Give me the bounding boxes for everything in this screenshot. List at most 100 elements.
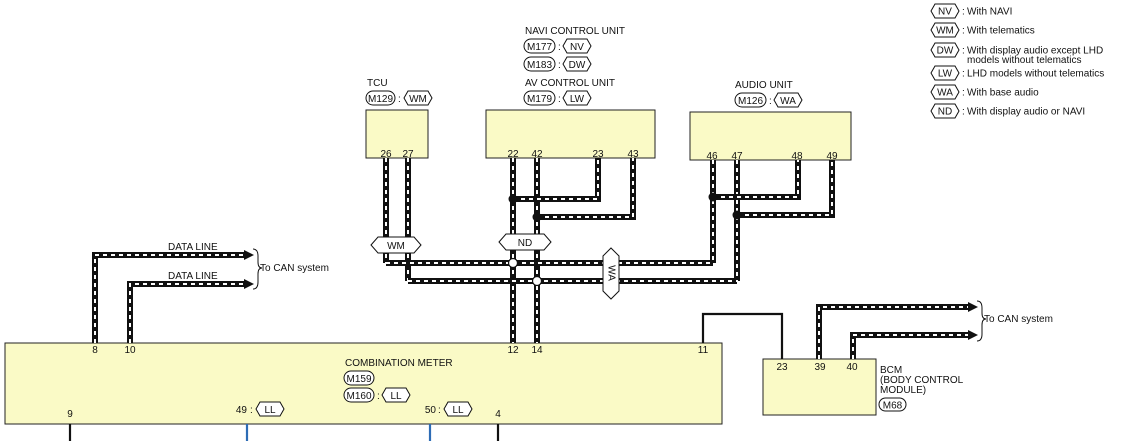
pin-colon: : bbox=[438, 405, 441, 416]
pin-code: LL bbox=[264, 405, 276, 416]
legend-colon: : bbox=[962, 26, 965, 37]
pin-label: 11 bbox=[698, 345, 709, 356]
option-tag-label: WM bbox=[387, 241, 405, 252]
pin-label: 14 bbox=[531, 345, 543, 356]
legend: NV : With NAVI WM : With telematics DW :… bbox=[930, 3, 1104, 119]
brace bbox=[976, 300, 987, 342]
legend-text: LHD models without telematics bbox=[967, 69, 1104, 80]
connector-id: M68 bbox=[883, 401, 903, 412]
audio-name: AUDIO UNIT bbox=[735, 80, 793, 91]
connector-id: M129 bbox=[368, 94, 393, 105]
pin-label: 12 bbox=[507, 345, 519, 356]
legend-text: With display audio except LHD bbox=[967, 46, 1103, 57]
meter-connector-1: M159 bbox=[343, 370, 375, 386]
legend-text: With telematics bbox=[967, 26, 1035, 37]
legend-code: LW bbox=[938, 69, 953, 80]
pin-label: 27 bbox=[402, 149, 414, 160]
connector-code: WA bbox=[780, 96, 796, 107]
data-line-label: DATA LINE bbox=[168, 271, 218, 282]
junction-hollow bbox=[507, 257, 519, 269]
pin-label: 26 bbox=[380, 149, 392, 160]
legend-colon: : bbox=[962, 46, 965, 57]
legend-code: WA bbox=[937, 88, 953, 99]
pin-label: 43 bbox=[627, 149, 639, 160]
pin-label: 46 bbox=[706, 151, 718, 162]
legend-text: With display audio or NAVI bbox=[967, 107, 1085, 118]
twisted-pair-wires bbox=[92, 158, 970, 359]
option-tag-wa: WA bbox=[602, 247, 620, 300]
bcm-connector: M68 bbox=[878, 397, 907, 412]
connector-id: M177 bbox=[527, 42, 552, 53]
pin-label: 40 bbox=[846, 362, 858, 373]
bcm-box bbox=[762, 358, 877, 416]
navi-connector-2: M183 : DW bbox=[523, 56, 592, 72]
meter-bottom-pin-9: 9 bbox=[67, 409, 73, 420]
meter-bottom-pin-49: 49 : LL bbox=[236, 401, 285, 417]
option-tag-shape bbox=[930, 65, 960, 81]
legend-colon: : bbox=[962, 107, 965, 118]
legend-item-nd: ND : With display audio or NAVI bbox=[930, 103, 1085, 119]
meter-name: COMBINATION METER bbox=[345, 358, 453, 369]
navi-name: NAVI CONTROL UNIT bbox=[525, 26, 625, 37]
legend-code: ND bbox=[938, 107, 952, 118]
option-tag-label: ND bbox=[518, 238, 532, 249]
junction-dot bbox=[532, 212, 542, 222]
pin-colon: : bbox=[250, 405, 253, 416]
tcu-box bbox=[365, 109, 429, 159]
connector-code: DW bbox=[569, 60, 586, 71]
option-tag-shape bbox=[930, 22, 960, 38]
junction-dot bbox=[508, 194, 518, 204]
tcu-connector: M129 : WM bbox=[365, 90, 433, 106]
legend-item-dw: DW : With display audio except LHD model… bbox=[930, 42, 1103, 66]
connector-colon: : bbox=[558, 60, 561, 71]
connector-colon: : bbox=[398, 94, 401, 105]
legend-item-lw: LW : LHD models without telematics bbox=[930, 65, 1104, 81]
pin-label: 8 bbox=[92, 345, 98, 356]
pin-label: 48 bbox=[791, 151, 803, 162]
pin-label: 4 bbox=[495, 409, 501, 420]
data-line-label: DATA LINE bbox=[168, 242, 218, 253]
pin-label: 47 bbox=[731, 151, 743, 162]
legend-code: DW bbox=[937, 46, 954, 57]
legend-colon: : bbox=[962, 7, 965, 18]
pin-label: 9 bbox=[67, 409, 73, 420]
legend-item-wm: WM : With telematics bbox=[930, 22, 1035, 38]
pin-label: 23 bbox=[592, 149, 604, 160]
option-tag-shape bbox=[930, 42, 960, 58]
arrow-right-icon bbox=[968, 330, 978, 340]
bcm-name-line: (BODY CONTROL bbox=[880, 375, 964, 386]
arrow-right-icon bbox=[244, 250, 254, 260]
meter-bottom-pin-4: 4 bbox=[495, 409, 501, 420]
connector-id: M160 bbox=[346, 391, 371, 402]
pin-label: 22 bbox=[507, 149, 519, 160]
legend-text-line2: models without telematics bbox=[967, 55, 1082, 66]
pin-label: 23 bbox=[776, 362, 788, 373]
connector-id: M179 bbox=[527, 94, 552, 105]
legend-code: NV bbox=[938, 7, 952, 18]
pin-label: 49 bbox=[236, 405, 248, 416]
brace bbox=[252, 248, 263, 290]
av-connector: M179 : LW bbox=[523, 90, 592, 106]
legend-text: With base audio bbox=[967, 88, 1039, 99]
legend-item-nv: NV : With NAVI bbox=[930, 3, 1012, 19]
legend-colon: : bbox=[962, 88, 965, 99]
to-can-label: To CAN system bbox=[260, 263, 329, 274]
legend-code: WM bbox=[936, 26, 954, 37]
junction-dot bbox=[708, 192, 718, 202]
connector-colon: : bbox=[558, 94, 561, 105]
connector-code: LL bbox=[390, 391, 402, 402]
legend-colon: : bbox=[962, 69, 965, 80]
arrow-right-icon bbox=[968, 302, 978, 312]
meter-bottom-pin-50: 50 : LL bbox=[425, 401, 473, 417]
pin-code: LL bbox=[452, 405, 464, 416]
option-tag-label: WA bbox=[605, 265, 616, 281]
audio-unit-box bbox=[689, 111, 852, 161]
legend-item-wa: WA : With base audio bbox=[930, 84, 1039, 100]
connector-colon: : bbox=[558, 42, 561, 53]
bcm-name-line: BCM bbox=[880, 365, 902, 376]
pin-label: 50 bbox=[425, 405, 437, 416]
option-tag-shape bbox=[930, 84, 960, 100]
option-tag-wm: WM bbox=[370, 236, 422, 254]
connector-code: NV bbox=[570, 42, 584, 53]
